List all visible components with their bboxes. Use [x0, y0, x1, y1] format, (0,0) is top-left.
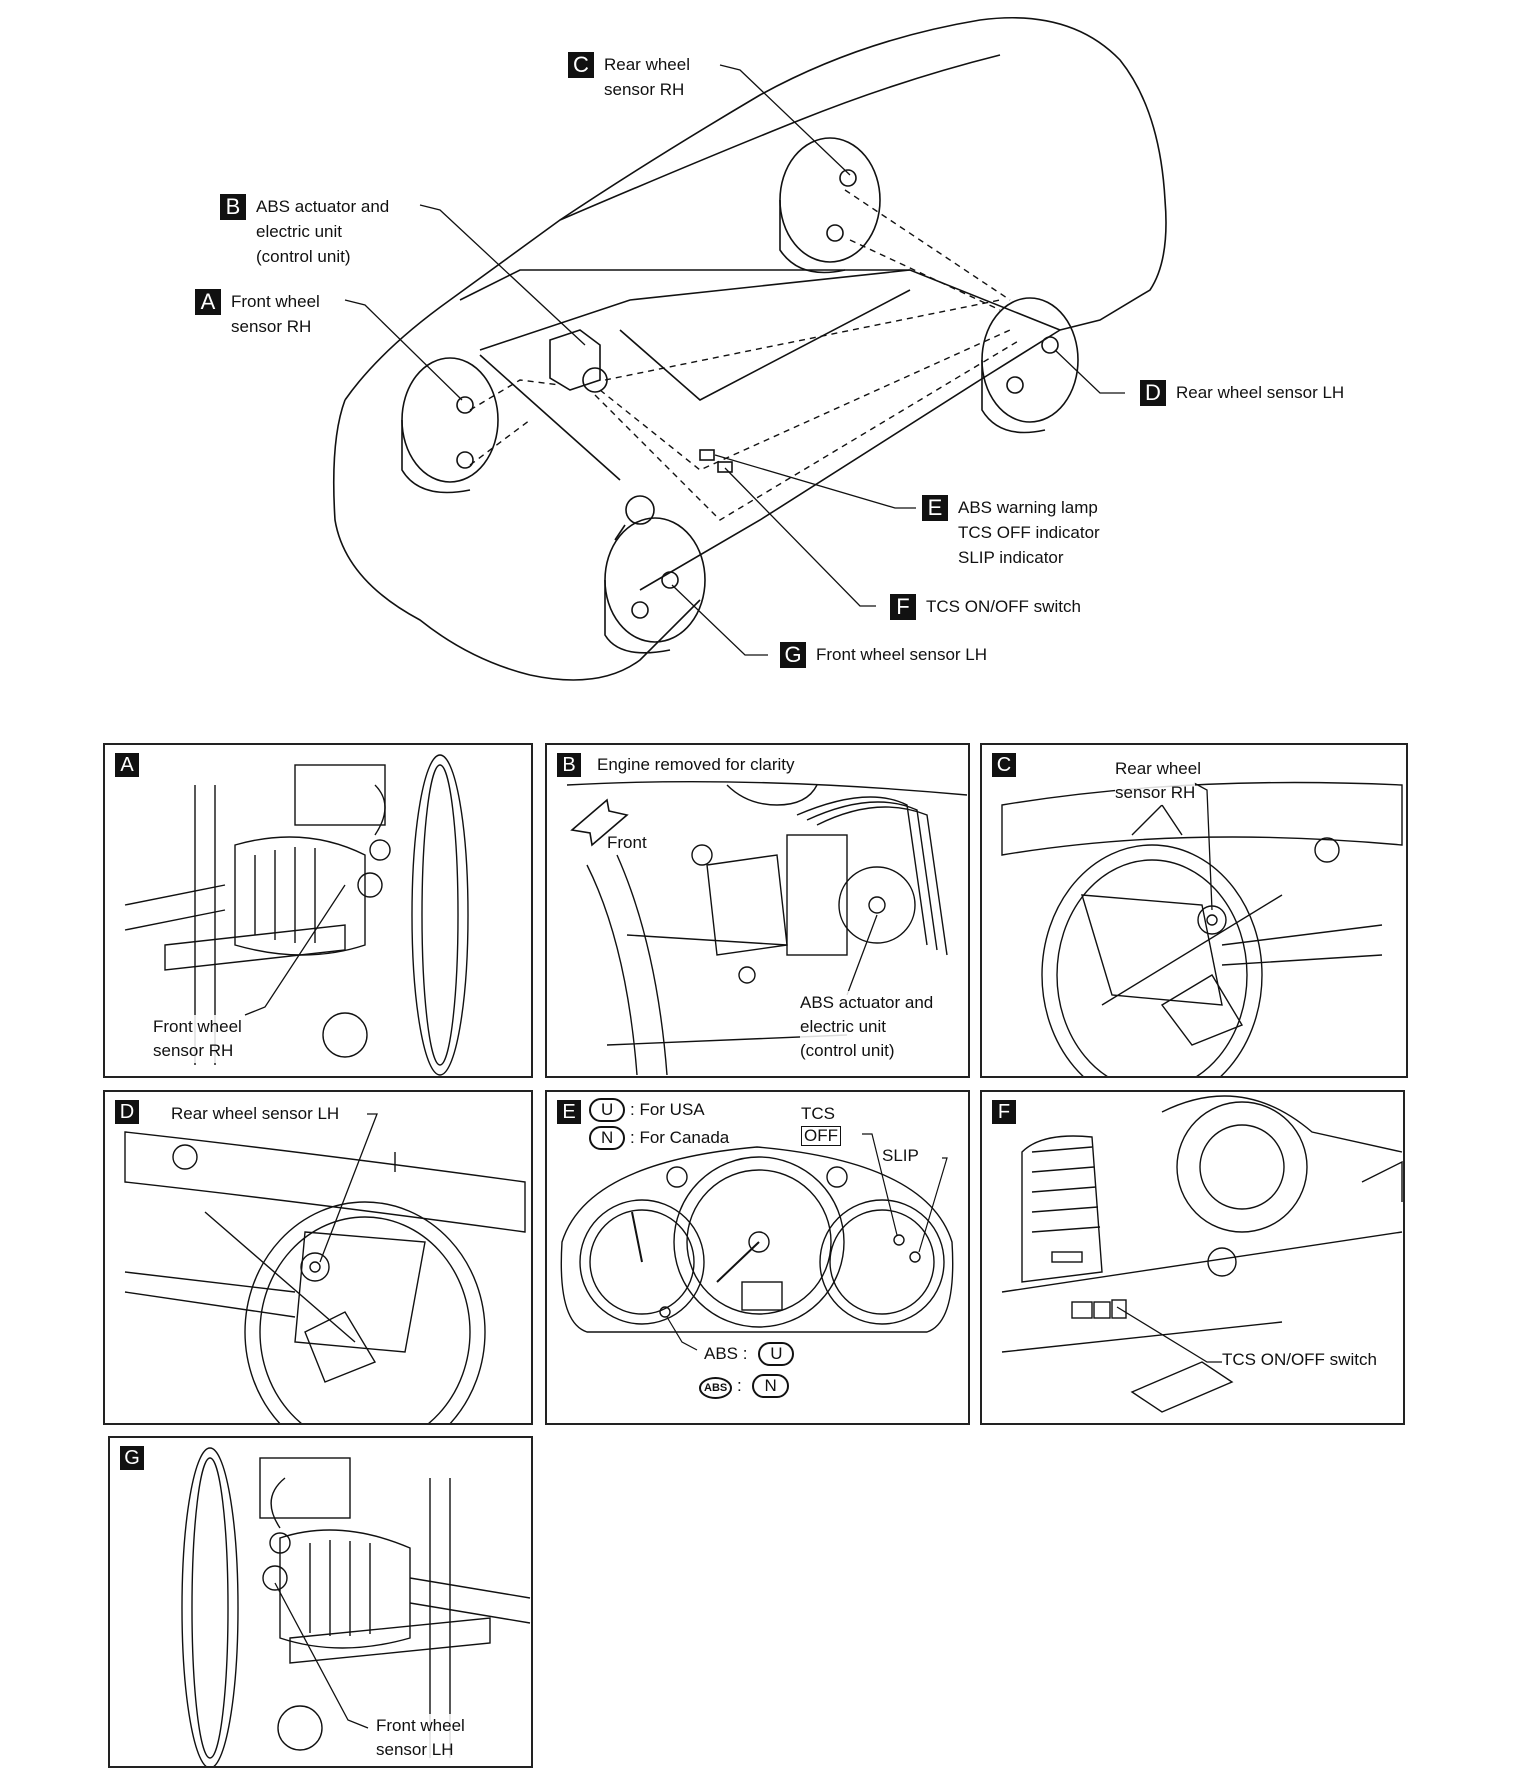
abs-warning-icon: ABS — [699, 1377, 733, 1399]
panel-e: E U : For USA N : For Canada TCS OFF SLI… — [545, 1090, 970, 1425]
badge-a: A — [195, 289, 221, 315]
badge-g: G — [780, 642, 806, 668]
abs-canada-row: ABS : N — [699, 1374, 789, 1399]
callout-a-line2: sensor RH — [231, 317, 312, 336]
panel-b-badge: B — [557, 753, 581, 777]
front-suspension-rh-drawing — [124, 754, 469, 1076]
badge-d: D — [1140, 380, 1166, 406]
usa-label: : For USA — [630, 1100, 705, 1119]
usa-pill: U — [589, 1098, 626, 1122]
abs-text: ABS : — [704, 1344, 748, 1363]
panel-a-label-line2: sensor RH — [153, 1039, 234, 1063]
panel-f-badge: F — [992, 1100, 1016, 1124]
panel-g-label-line2: sensor LH — [376, 1738, 454, 1762]
badge-b: B — [220, 194, 246, 220]
canada-pill: N — [589, 1126, 626, 1150]
badge-e: E — [922, 495, 948, 521]
panel-b-title: Engine removed for clarity — [597, 753, 795, 777]
panel-c: C Rear wheel sensor RH — [980, 743, 1408, 1078]
usa-legend: U : For USA — [589, 1098, 705, 1122]
canada-label: : For Canada — [630, 1128, 730, 1147]
front-direction-label: Front — [607, 833, 647, 852]
panel-a-label-line1: Front wheel — [153, 1015, 242, 1039]
callout-e-line1: ABS warning lamp — [958, 498, 1098, 517]
abs-colon: : — [736, 1376, 742, 1395]
off-box: OFF — [801, 1126, 841, 1146]
panel-b-label-line3: (control unit) — [800, 1039, 895, 1063]
callout-b-line3: (control unit) — [256, 247, 351, 266]
panel-f: F TCS ON/OFF switch — [980, 1090, 1405, 1425]
panel-g: G Front wheel sensor LH — [108, 1436, 533, 1768]
callout-c-line2: sensor RH — [604, 80, 685, 99]
panel-c-badge: C — [992, 753, 1016, 777]
panel-g-label-line1: Front wheel — [376, 1714, 465, 1738]
panel-b: B Engine removed for clarity Front ABS a… — [545, 743, 970, 1078]
panel-d-badge: D — [115, 1100, 139, 1124]
panel-d: D Rear wheel sensor LH — [103, 1090, 533, 1425]
rear-suspension-lh-drawing — [124, 1113, 526, 1423]
panel-d-label-line1: Rear wheel sensor LH — [171, 1102, 340, 1126]
combination-meter-drawing — [560, 1133, 954, 1351]
panel-e-badge: E — [557, 1100, 581, 1124]
panel-a-badge: A — [115, 753, 139, 777]
abs-canada-pill: N — [752, 1374, 789, 1398]
callout-b-line2: electric unit — [256, 222, 342, 241]
panel-a: A Front wheel sensor RH — [103, 743, 533, 1078]
panel-b-label-line2: electric unit — [800, 1015, 886, 1039]
callout-g-line1: Front wheel sensor LH — [816, 645, 988, 664]
canada-legend: N : For Canada — [589, 1126, 729, 1150]
rear-suspension-rh-drawing — [1001, 781, 1403, 1076]
abs-actuator-drawing — [566, 780, 968, 1076]
panel-g-badge: G — [120, 1446, 144, 1470]
callout-c-line1: Rear wheel — [604, 55, 690, 74]
callout-b-line1: ABS actuator and — [256, 197, 390, 216]
callout-a-line1: Front wheel — [231, 292, 320, 311]
vehicle-overview-drawing — [332, 17, 1167, 681]
panel-c-label-line1: Rear wheel — [1115, 757, 1201, 781]
panel-c-label-line2: sensor RH — [1115, 781, 1196, 805]
abs-usa-pill: U — [758, 1342, 795, 1366]
slip-label: SLIP — [882, 1146, 919, 1165]
badge-f: F — [890, 594, 916, 620]
tcs-off-label: OFF — [801, 1124, 841, 1148]
callout-e-line3: SLIP indicator — [958, 548, 1064, 567]
badge-c: C — [568, 52, 594, 78]
panel-f-label-line1: TCS ON/OFF switch — [1222, 1348, 1377, 1372]
callout-e-line2: TCS OFF indicator — [958, 523, 1100, 542]
tcs-switch-location-drawing — [1001, 1095, 1403, 1413]
front-suspension-lh-drawing — [181, 1447, 531, 1766]
callout-d-line1: Rear wheel sensor LH — [1176, 383, 1345, 402]
callout-f-line1: TCS ON/OFF switch — [926, 597, 1081, 616]
tcs-label: TCS — [801, 1104, 835, 1123]
panel-b-label-line1: ABS actuator and — [800, 991, 934, 1015]
abs-usa-row: ABS : U — [704, 1342, 795, 1366]
